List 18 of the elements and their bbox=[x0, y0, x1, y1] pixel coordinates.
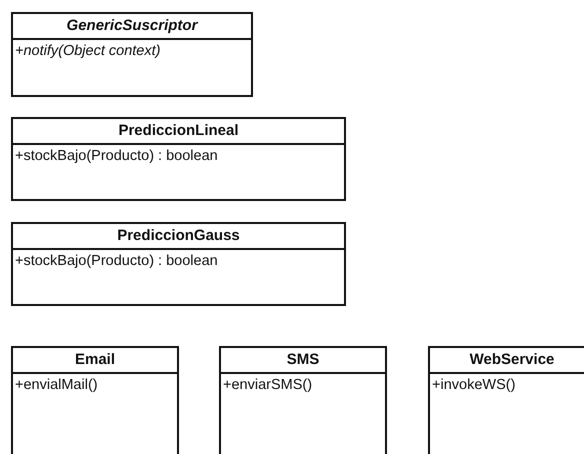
class-name: WebService bbox=[430, 348, 584, 374]
class-method: +envialMail() bbox=[14, 376, 99, 395]
class-name: PrediccionGauss bbox=[13, 224, 344, 250]
class-method: +invokeWS() bbox=[431, 376, 516, 395]
class-box bbox=[428, 346, 584, 454]
class-box bbox=[11, 117, 346, 201]
class-method: +enviarSMS() bbox=[222, 376, 314, 395]
class-name: GenericSuscriptor bbox=[13, 14, 251, 40]
class-box bbox=[11, 222, 346, 306]
class-method: +notify(Object context) bbox=[14, 42, 162, 61]
class-name: SMS bbox=[221, 348, 385, 374]
class-method: +stockBajo(Producto) : boolean bbox=[14, 147, 219, 166]
class-name: PrediccionLineal bbox=[13, 119, 344, 145]
class-method: +stockBajo(Producto) : boolean bbox=[14, 252, 219, 271]
class-box bbox=[11, 12, 253, 97]
class-name: Email bbox=[13, 348, 177, 374]
class-box bbox=[219, 346, 387, 454]
class-box bbox=[11, 346, 179, 454]
